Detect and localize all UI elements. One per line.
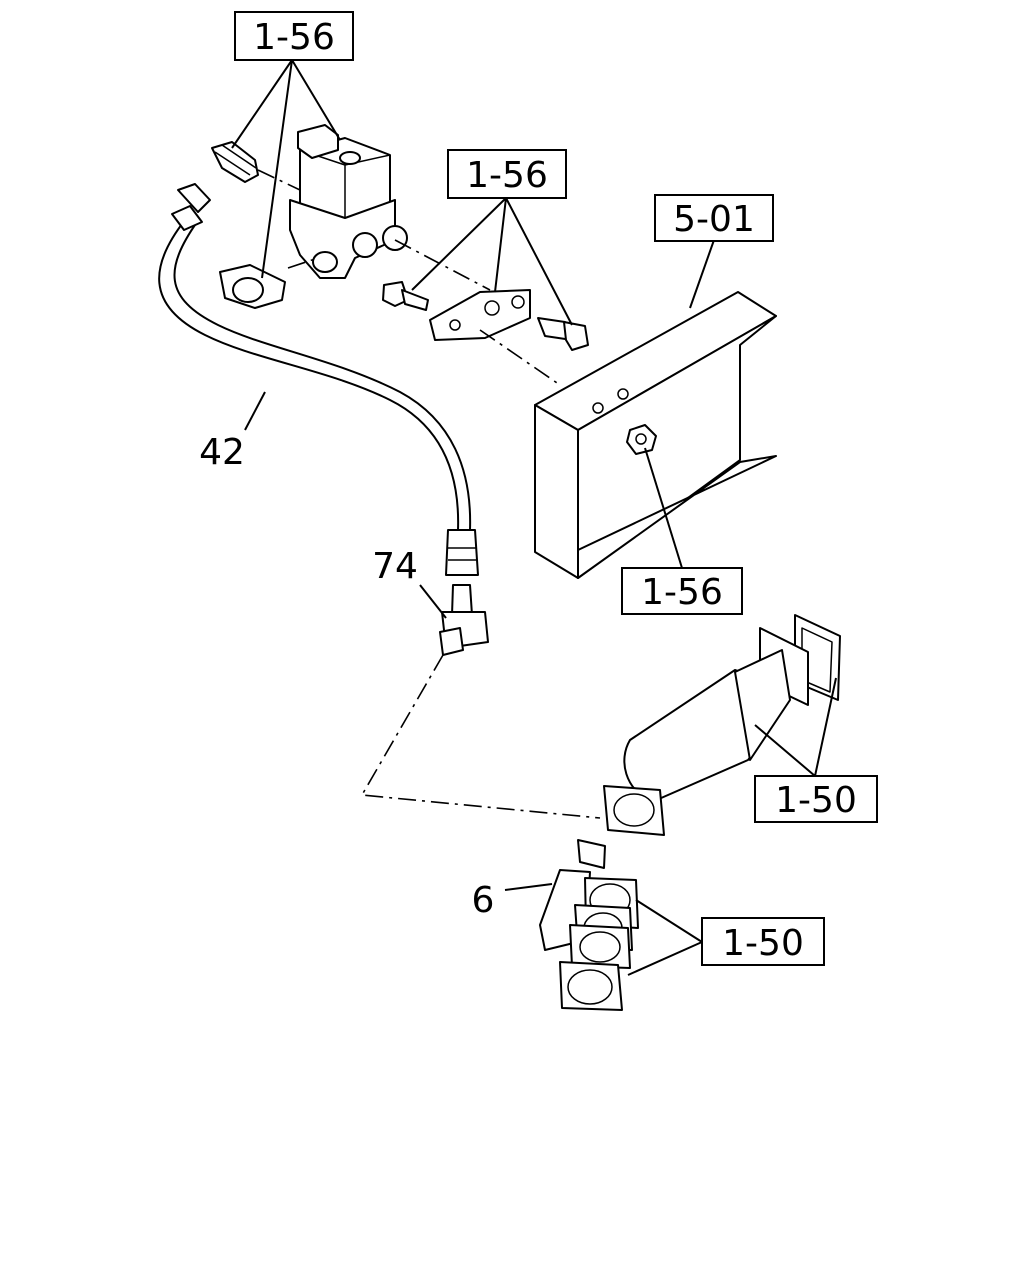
callout-label: 5-01 xyxy=(673,199,755,240)
leader-c4 xyxy=(644,447,683,569)
nut xyxy=(626,424,657,455)
callout-label: 1-56 xyxy=(253,17,335,58)
bolt-right xyxy=(537,317,589,351)
install-line-3 xyxy=(394,239,491,291)
callout-1-56-right: 1-56 xyxy=(621,567,743,615)
install-line-2 xyxy=(287,257,319,269)
callout-label: 1-56 xyxy=(641,572,723,613)
leader-elbow xyxy=(504,883,553,891)
install-line-5 xyxy=(360,654,601,819)
callout-5-01: 5-01 xyxy=(654,194,774,242)
callout-label: 1-56 xyxy=(466,155,548,196)
leader-c1 xyxy=(231,59,341,279)
tee-fitting xyxy=(439,584,489,656)
hose xyxy=(158,183,479,576)
bracket xyxy=(429,289,531,341)
leader-c5 xyxy=(754,677,837,777)
install-line-4 xyxy=(479,329,561,386)
flange-gasket xyxy=(603,785,665,836)
part-number-elbow: 6 xyxy=(472,880,495,921)
callout-1-50-lower: 1-50 xyxy=(701,917,825,966)
install-line-1 xyxy=(257,169,301,191)
leader-tee xyxy=(419,584,447,619)
leader-c6 xyxy=(627,899,703,976)
bolt xyxy=(382,281,429,311)
callout-1-56-top: 1-56 xyxy=(234,11,354,61)
fitting-upper-left xyxy=(211,141,259,183)
exhaust-elbow xyxy=(539,839,639,1011)
part-number-hose: 42 xyxy=(199,432,245,473)
frame-rail xyxy=(534,291,777,579)
elbow-fitting-lower xyxy=(219,264,286,309)
leader-hose xyxy=(244,391,266,431)
leader-c3 xyxy=(689,239,715,309)
part-number-tee: 74 xyxy=(372,546,418,587)
callout-label: 1-50 xyxy=(775,780,857,821)
callout-1-56-middle: 1-56 xyxy=(447,149,567,199)
solenoid-valve xyxy=(289,124,408,279)
callout-1-50-upper: 1-50 xyxy=(754,775,878,823)
leader-c2 xyxy=(411,197,573,326)
callout-label: 1-50 xyxy=(722,923,804,964)
